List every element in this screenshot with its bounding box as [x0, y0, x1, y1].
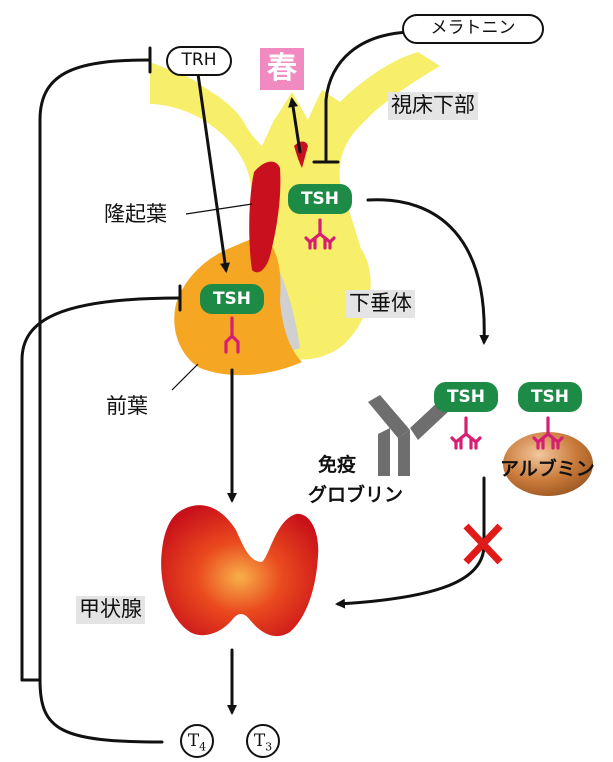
immunoglobulin-label-1: 免疫: [318, 454, 357, 476]
t3-hormone: T3: [246, 724, 280, 758]
connectors: [20, 30, 490, 744]
receptor-albumin: [532, 416, 564, 450]
t4-subscript: 4: [199, 740, 207, 754]
receptor-hypothalamus: [304, 218, 336, 250]
feedback-to-anterior: [20, 296, 182, 682]
thyroid-label: 甲状腺: [76, 596, 145, 624]
receptor-anterior: [224, 316, 240, 354]
anterior-lobe-label: 前葉: [106, 394, 148, 418]
median-eminence-label: 隆起葉: [104, 202, 167, 226]
t4-hormone: T4: [180, 724, 214, 758]
arrow-tsh-to-circulation: [366, 198, 490, 345]
arrow-trh-to-tsh: [196, 72, 230, 273]
hypothalamus-label: 視床下部: [388, 92, 478, 120]
tsh-anterior: TSH: [200, 284, 264, 314]
blocked-mark: [463, 523, 503, 565]
albumin-label: アルブミン: [500, 458, 595, 480]
spring-label: 春: [260, 48, 304, 90]
pituitary-label: 下垂体: [346, 290, 415, 318]
receptor-immunoglobulin: [450, 416, 482, 450]
melatonin-label: メラトニン: [402, 14, 544, 44]
immunoglobulin-label-2: グロブリン: [308, 484, 404, 506]
immunoglobulin-shape: [368, 395, 450, 476]
tsh-hypothalamus: TSH: [288, 184, 352, 214]
tsh-immunoglobulin: TSH: [434, 382, 498, 412]
arrow-tsh-to-spring: [288, 97, 302, 154]
melatonin-inhibition: [324, 30, 412, 162]
albumin-shape: [503, 432, 593, 496]
receptors: [224, 218, 564, 450]
thyroid-shape: [161, 505, 319, 637]
t4-letter: T: [187, 731, 200, 751]
pars-tuberalis-shape: [249, 161, 281, 273]
arrow-blocked-to-thyroid: [335, 476, 486, 609]
trh-label: TRH: [166, 46, 232, 76]
pars-tuberalis-edge: [294, 141, 308, 168]
tsh-albumin: TSH: [518, 382, 582, 412]
t3-letter: T: [253, 731, 266, 751]
t3-subscript: 3: [265, 740, 273, 754]
leader-lines: [171, 203, 253, 391]
